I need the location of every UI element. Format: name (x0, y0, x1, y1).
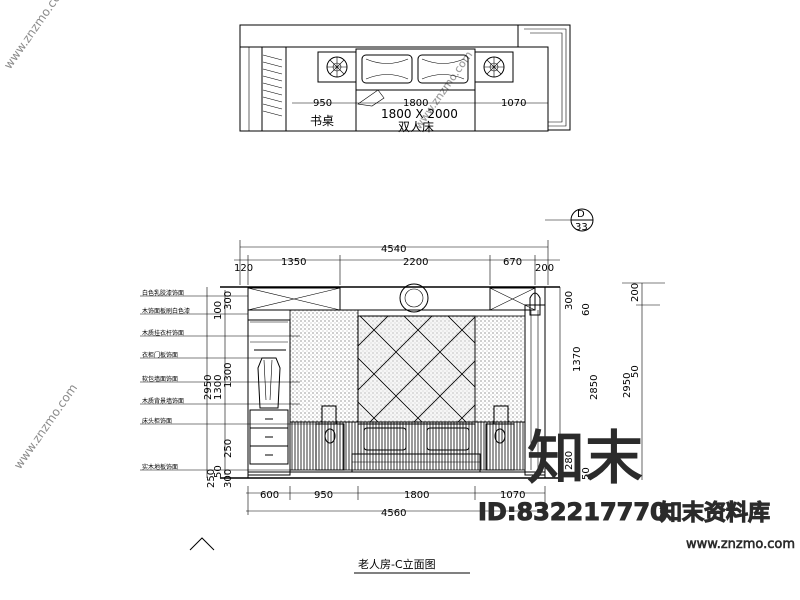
brand-watermark: 知末 ID:832217770 知末资料库 www.znzmo.com (478, 423, 796, 552)
right-dim-60: 60 (581, 303, 592, 316)
section-letter: D (577, 209, 585, 220)
section-marker: D 33 (545, 208, 594, 233)
floor-plan: 950 1800 1070 1800 X 2000 双人床 书桌 (239, 24, 571, 134)
right-dim-280: 280 (564, 451, 575, 470)
left-dim-300b: 300 (223, 469, 234, 488)
top-seg-1: 120 (234, 263, 253, 274)
drawing-title: 老人房-C立面图 (358, 557, 436, 571)
callout-2: 木饰面板刷白色漆 (142, 307, 190, 315)
watermark-library: 知末资料库 (660, 500, 770, 526)
brand-logo-text: 知末 (527, 424, 643, 492)
bottom-seg-4: 1070 (500, 490, 525, 501)
bottom-total-dim: 4560 (381, 508, 406, 519)
callout-5: 软包墙面饰面 (142, 375, 178, 383)
plan-dim-1: 950 (313, 98, 332, 109)
bottom-seg-2: 950 (314, 490, 333, 501)
right-dim-1370: 1370 (572, 347, 583, 372)
left-dim-100: 100 (213, 301, 224, 320)
left-dim-small: 250 (206, 469, 217, 488)
left-dim-50: 50 (213, 465, 224, 478)
right-dim-2850: 2850 (589, 375, 600, 400)
watermark-diagonal-2: www.znzmo.com (11, 381, 80, 471)
watermark-id: ID:832217770 (478, 498, 667, 526)
top-seg-2: 1350 (281, 257, 306, 268)
callout-3: 木质挂衣杆饰面 (142, 329, 184, 337)
callout-4: 衣柜门板饰面 (142, 351, 178, 359)
plan-dim-3: 1070 (501, 98, 526, 109)
top-seg-3: 2200 (403, 257, 428, 268)
bed-label: 双人床 (398, 120, 434, 134)
right-outer-200: 200 (630, 283, 641, 302)
watermark-url: www.znzmo.com (686, 537, 795, 552)
left-dim-250: 250 (223, 439, 234, 458)
callout-1: 白色乳胶漆饰面 (142, 289, 184, 297)
bottom-seg-1: 600 (260, 490, 279, 501)
top-seg-4: 670 (503, 257, 522, 268)
section-sheet: 33 (575, 222, 588, 233)
callout-6: 木质背景墙饰面 (142, 397, 184, 405)
watermark-diagonal-1: www.znzmo.com (1, 0, 70, 72)
left-dim-300: 300 (223, 291, 234, 310)
elevation-view: D 33 4540 120 1350 2200 670 200 (140, 208, 665, 574)
right-outer-50: 50 (630, 365, 641, 378)
top-seg-5: 200 (535, 263, 554, 274)
right-dim-300: 300 (564, 291, 575, 310)
left-dim-1300: 1300 (213, 375, 224, 400)
left-outer-dim: 2950 (203, 375, 214, 400)
bottom-seg-3: 1800 (404, 490, 429, 501)
callout-7: 床头柜饰面 (142, 417, 172, 425)
right-dim-50: 50 (581, 467, 592, 480)
right-outer-2950: 2950 (622, 373, 633, 398)
top-total-dim: 4540 (381, 244, 406, 255)
left-dim-inner-1300: 1300 (223, 363, 234, 388)
callout-8: 实木地板饰面 (142, 463, 178, 471)
desk-label: 书桌 (310, 114, 334, 128)
plan-dim-2: 1800 (403, 98, 428, 109)
bed-size-label: 1800 X 2000 (381, 107, 458, 121)
